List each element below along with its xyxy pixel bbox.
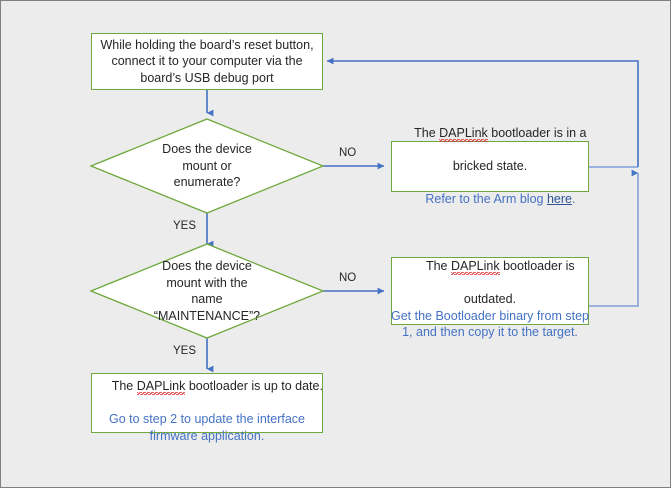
edge-label-no-1: NO: [339, 147, 357, 159]
node-start-line-2: connect it to your computer via the: [111, 54, 303, 69]
node-up-to-date-prefix: The: [111, 379, 137, 394]
node-up-to-date-suffix: bootloader is up to date.: [185, 379, 323, 394]
node-outdated-line-2: outdated.: [463, 292, 517, 306]
edge-label-no-2: NO: [339, 272, 357, 284]
node-outdated[interactable]: The DAPLink bootloader is outdated. Get …: [390, 257, 590, 339]
node-bricked-line-3: Refer to the Arm blog here.: [405, 175, 576, 225]
decision-mount-shape: [89, 118, 325, 214]
node-start[interactable]: While holding the board’s reset button, …: [91, 33, 323, 90]
node-outdated-line-4: 1, and then copy it to the target.: [402, 325, 578, 339]
node-up-to-date[interactable]: The DAPLink bootloader is up to date. Go…: [91, 373, 323, 443]
node-up-to-date-line-1: The DAPLink bootloader is up to date.: [91, 362, 323, 412]
node-decision-mount[interactable]: Does the device mount or enumerate?: [91, 119, 323, 213]
node-bricked[interactable]: The DAPLink bootloader is in a bricked s…: [391, 126, 589, 206]
node-up-to-date-line-3: firmware application.: [149, 428, 265, 443]
node-decision-maintenance-line-4: “MAINTENANCE”?: [153, 308, 261, 323]
node-outdated-line-1: The DAPLink bootloader is: [405, 242, 575, 292]
edge-label-yes-1: YES: [173, 220, 197, 232]
node-decision-maintenance-text: Does the device mount with the name “MAI…: [135, 258, 280, 324]
node-decision-maintenance-line-2: mount with the: [166, 275, 248, 290]
node-decision-mount-line-2: mount or: [182, 158, 232, 173]
node-up-to-date-line-2: Go to step 2 to update the interface: [109, 412, 305, 427]
node-bricked-suffix: bootloader is in a: [487, 126, 587, 141]
node-bricked-prefix: The: [414, 126, 440, 141]
node-bricked-link-prefix: Refer to the Arm blog: [425, 192, 547, 207]
node-decision-maintenance[interactable]: Does the device mount with the name “MAI…: [91, 244, 323, 338]
decision-maintenance-shape: [89, 243, 325, 339]
node-outdated-suffix: bootloader is: [499, 259, 575, 273]
node-outdated-prefix: The: [425, 259, 451, 273]
node-start-line-1: While holding the board’s reset button,: [100, 37, 314, 52]
node-decision-maintenance-line-1: Does the device: [162, 259, 252, 273]
edge-outdated-return: [589, 169, 639, 307]
node-decision-mount-line-3: enumerate?: [173, 175, 241, 190]
edge-return-to-start: [326, 57, 639, 167]
spellcheck-word-daplink: DAPLink: [439, 126, 488, 143]
node-bricked-link-period: .: [571, 192, 576, 207]
spellcheck-word-daplink-3: DAPLink: [136, 379, 186, 396]
node-start-line-3: board’s USB debug port: [140, 70, 274, 85]
arm-blog-link[interactable]: here: [546, 192, 572, 207]
node-decision-mount-line-1: Does the device: [162, 142, 252, 157]
node-bricked-line-1: The DAPLink bootloader is in a: [394, 109, 587, 159]
node-bricked-line-2: bricked state.: [452, 159, 528, 174]
node-decision-mount-text: Does the device mount or enumerate?: [135, 141, 280, 191]
edge-label-yes-2: YES: [173, 345, 197, 357]
node-decision-maintenance-line-3: name: [191, 292, 223, 306]
spellcheck-word-daplink-2: DAPLink: [450, 259, 500, 275]
node-outdated-line-3: Get the Bootloader binary from step: [390, 308, 590, 323]
